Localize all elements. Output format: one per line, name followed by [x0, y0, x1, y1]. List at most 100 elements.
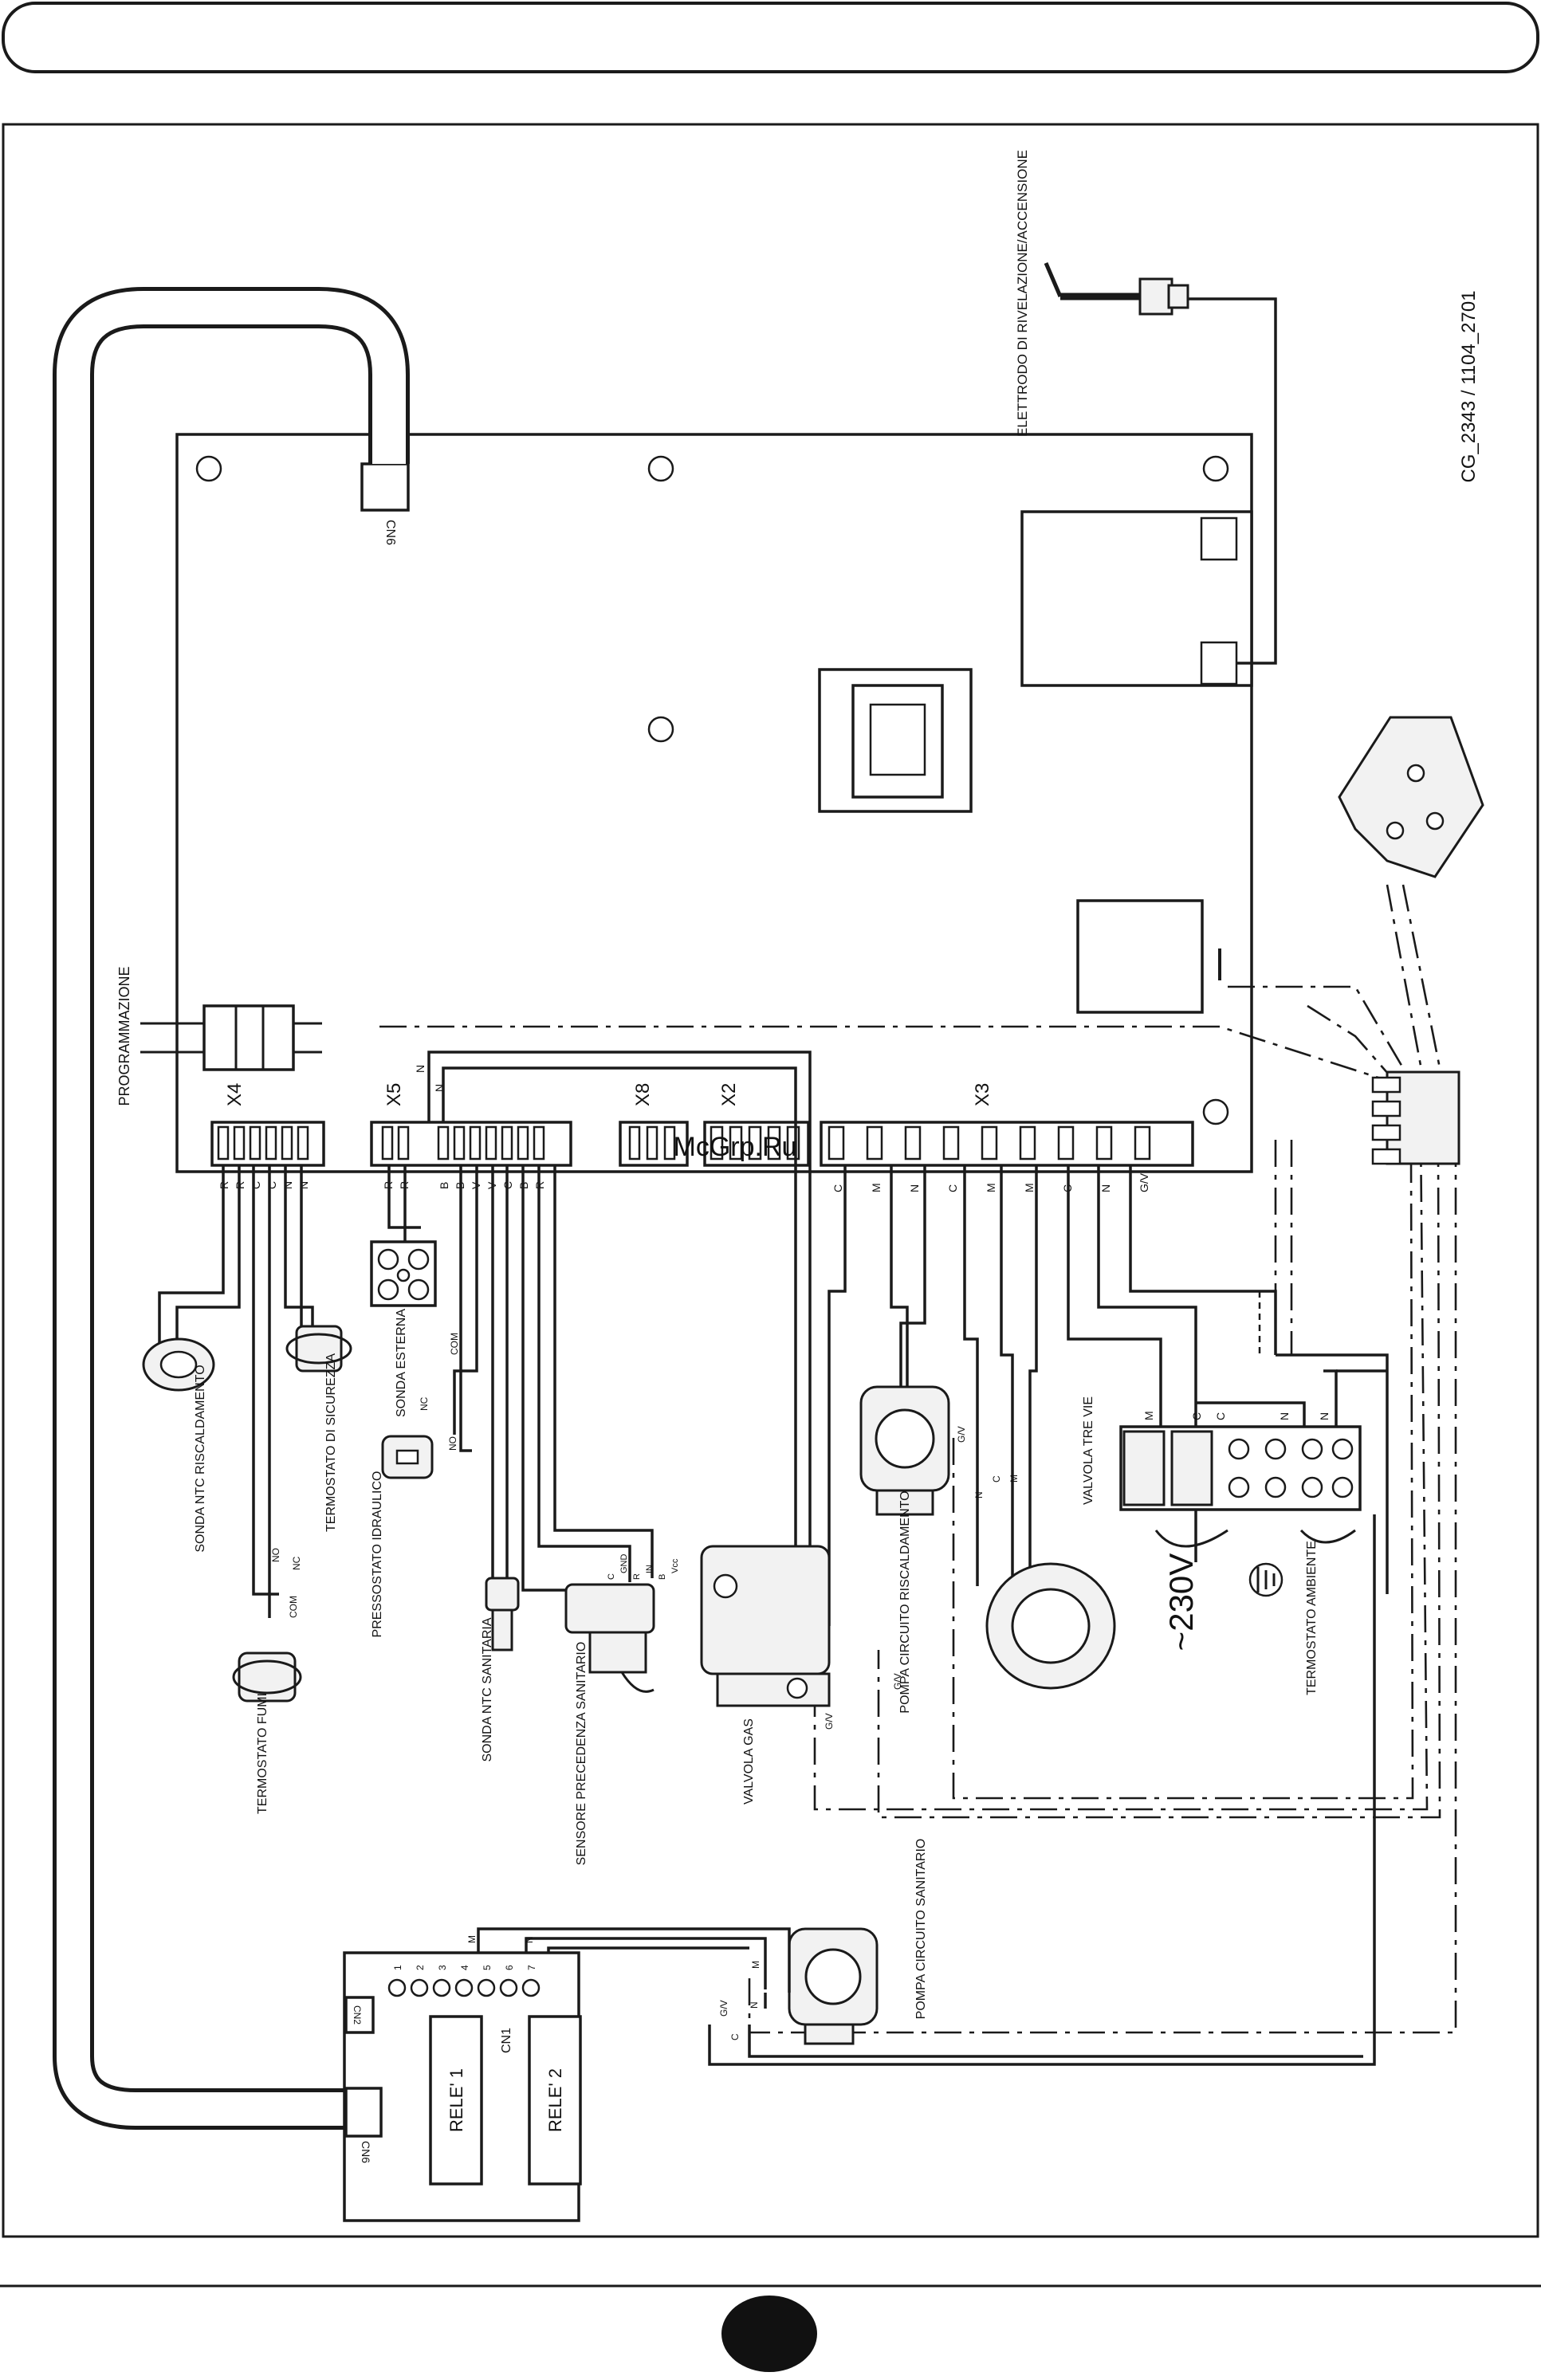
- connector-pin: [729, 1125, 743, 1161]
- relay-1: [429, 2015, 483, 2186]
- heating-pump-label: POMPA CIRCUITO RISCALDAMENTO: [898, 1490, 912, 1713]
- dhw-pump-label: POMPA CIRCUITO SANITARIO: [914, 1839, 928, 2020]
- mains-terminal-block: [1119, 1425, 1362, 1511]
- x4-wires: [158, 1165, 314, 1618]
- connector-pin: [249, 1125, 261, 1161]
- tv-m: M: [1008, 1475, 1020, 1483]
- three-way-valve-label: VALVOLA TRE VIE: [1082, 1396, 1095, 1505]
- connector-pin: [517, 1125, 529, 1161]
- cn6-connector: [360, 462, 410, 512]
- relay-pin-label: 5: [482, 1965, 493, 1970]
- board-mount-hole: [647, 716, 674, 743]
- earth-wires: [379, 884, 1457, 2034]
- relay-pin-label: 2: [415, 1965, 426, 1970]
- ntc-dhw-label: SONDA NTC SANITARIA: [481, 1617, 494, 1761]
- connector-pin: [217, 1125, 230, 1161]
- room-thermostat-label: TERMOSTATO AMBIENTE: [1305, 1541, 1319, 1695]
- x3-label: X3: [972, 1083, 993, 1106]
- relay-cn6-label: CN6: [360, 2141, 372, 2163]
- relay-terminal: [454, 1978, 474, 1997]
- relay-pin-label: 4: [459, 1965, 470, 1970]
- connector-pin: [453, 1125, 466, 1161]
- relay-terminal: [432, 1978, 451, 1997]
- x4-label: X4: [224, 1083, 246, 1106]
- tv-n: N: [973, 1491, 985, 1498]
- x5-pin-label: B: [438, 1182, 450, 1189]
- mains-voltage-bracket: [1154, 1529, 1228, 1548]
- x3-pin-label: N: [908, 1184, 921, 1192]
- earth-symbol-icon: [1248, 1562, 1284, 1597]
- connector-pin: [710, 1125, 724, 1161]
- x8-label: X8: [632, 1083, 654, 1106]
- gas-valve-gv: G/V: [824, 1713, 835, 1730]
- dhw-pump-c: C: [729, 2033, 741, 2040]
- watermark: McGrp.Ru: [674, 1132, 797, 1162]
- board-mount-hole: [1202, 1098, 1229, 1125]
- connector-pin: [767, 1125, 781, 1161]
- programming-jumper: [140, 1004, 322, 1071]
- x4-pin-label: C: [250, 1181, 262, 1189]
- sensor-pin-label: GND: [619, 1554, 629, 1574]
- relay-cn6-connector: [344, 2087, 383, 2138]
- ps-nc-label: NC: [419, 1396, 430, 1411]
- connector-pin: [265, 1125, 277, 1161]
- drawing-code: CG_2343 / 1104_2701: [1458, 290, 1480, 482]
- connector-pin: [297, 1125, 309, 1161]
- connector-pin: [381, 1125, 394, 1161]
- cn6-label: CN6: [383, 520, 397, 545]
- connector-pin: [281, 1125, 293, 1161]
- earth-bracket: [1338, 716, 1484, 878]
- page-number-disc: [721, 2296, 817, 2372]
- gas-valve-label: VALVOLA GAS: [742, 1718, 756, 1805]
- x3-pin-label: G/V: [1138, 1172, 1150, 1192]
- ignition-terminal: [1200, 641, 1238, 685]
- x4-pin-label: N: [297, 1181, 310, 1189]
- external-probe: [370, 1240, 437, 1307]
- relay-pin-label: 1: [392, 1965, 403, 1970]
- ignition-electrode: [1044, 262, 1189, 316]
- header-bar: [2, 2, 1539, 73]
- board-mount-hole: [195, 455, 222, 482]
- dhw-pump-n: N: [749, 2001, 760, 2009]
- safety-thermostat: [285, 1325, 352, 1373]
- tv-c: C: [991, 1475, 1002, 1483]
- terminal-label: N: [1278, 1412, 1291, 1420]
- cn2-label: CN2: [352, 2005, 363, 2025]
- dhw-pump: [788, 1927, 879, 2045]
- hydraulic-pressure-switch: [381, 1435, 434, 1479]
- x3-pin-label: M: [985, 1183, 997, 1192]
- connector-pin: [469, 1125, 482, 1161]
- earth-terminal-block: [1371, 1070, 1460, 1165]
- fumes-thermostat-label: TERMOSTATO FUMI: [256, 1693, 269, 1814]
- sensor-pin-label: B: [658, 1574, 667, 1580]
- connector-pin: [646, 1125, 658, 1161]
- board-relay: [1076, 899, 1204, 1014]
- hp-gv-label: G/V: [956, 1426, 967, 1443]
- x5-top-pin: N: [433, 1084, 446, 1092]
- gas-valve: [700, 1545, 831, 1707]
- connector-pin: [533, 1125, 545, 1161]
- ntc-heating-label-text: SONDA NTC RISCALDAMENTO: [194, 1365, 207, 1552]
- x5-label: X5: [383, 1083, 405, 1106]
- ps-no-label: NO: [447, 1436, 458, 1451]
- ft-nc-label: NC: [291, 1556, 302, 1570]
- safety-thermostat-label: TERMOSTATO DI SICUREZZA: [324, 1353, 338, 1532]
- gas-valve-gv2: G/V: [892, 1673, 903, 1690]
- relay-2: [528, 2015, 582, 2186]
- ft-no-label: NO: [270, 1548, 281, 1562]
- x3-pin-label: N: [1099, 1184, 1112, 1192]
- board-mount-hole: [647, 455, 674, 482]
- x5-top-pin: N: [414, 1065, 427, 1073]
- connector-pin: [663, 1125, 676, 1161]
- dhw-priority-sensor: [564, 1583, 655, 1693]
- transformer-window: [869, 703, 926, 776]
- programming-label: PROGRAMMAZIONE: [116, 966, 132, 1106]
- connector-pin: [1019, 1125, 1036, 1161]
- heating-pump: [859, 1385, 950, 1516]
- connector-pin: [501, 1125, 513, 1161]
- connector-pin: [748, 1125, 762, 1161]
- sensor-pin-label: Vcc: [670, 1558, 680, 1573]
